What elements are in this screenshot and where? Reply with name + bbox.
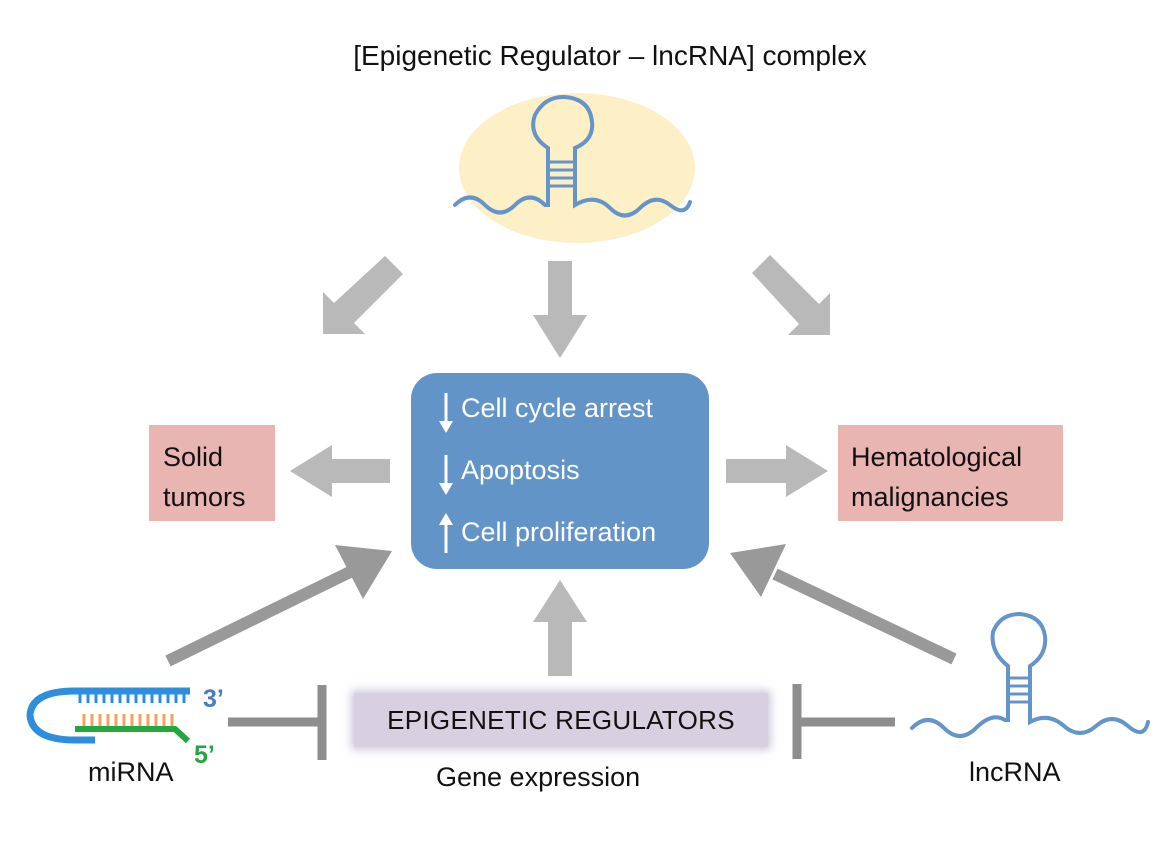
arrow-lncrna-to-center-head [730, 544, 786, 597]
gene-expression-label: Gene expression [436, 762, 641, 792]
inhibition-lncrna-to-epigenetic [792, 684, 895, 759]
down-arrow-icon [439, 393, 453, 433]
mirna-label: miRNA [88, 757, 174, 787]
hematological-line2: malignancies [851, 482, 1009, 512]
complex-lncrna-hairpin-icon [453, 94, 692, 218]
mirna-five-prime-label: 5’ [194, 741, 215, 769]
solid-tumors-line1: Solid [163, 442, 224, 472]
arrow-center-to-solid [290, 445, 390, 497]
solid-tumors-line2: tumors [163, 482, 246, 512]
up-arrow-icon [439, 513, 453, 553]
hematological-line1: Hematological [851, 442, 1023, 472]
epigenetic-regulators-box: EPIGENETIC REGULATORS [354, 693, 768, 747]
mirna-duplex-icon [26, 687, 191, 744]
arrow-complex-to-center [533, 261, 587, 358]
complex-title: [Epigenetic Regulator – lncRNA] complex [353, 40, 867, 71]
lncrna-hairpin-icon [910, 611, 1150, 738]
effect-label: Cell proliferation [461, 517, 657, 547]
inhibition-mirna-to-epigenetic [228, 685, 327, 760]
arrow-complex-to-solid [323, 256, 403, 334]
hematological-malignancies-box: Hematological malignancies [838, 425, 1063, 521]
cellular-effects-box: Cell cycle arrest Apoptosis Cell prolife… [411, 373, 709, 569]
arrow-center-to-hema [726, 445, 828, 497]
effect-item: Cell proliferation [461, 517, 656, 548]
effect-label: Apoptosis [461, 455, 580, 485]
arrow-lncrna-to-center-line [772, 568, 957, 665]
effect-item: Cell cycle arrest [461, 393, 653, 424]
arrow-mirna-to-center-head [335, 545, 392, 599]
mirna-three-prime-label: 3’ [203, 685, 224, 713]
arrow-epigenetic-to-center [533, 580, 587, 676]
down-arrow-icon [439, 455, 453, 495]
arrow-mirna-to-center-line [165, 566, 353, 667]
solid-tumors-box: Solid tumors [149, 425, 275, 521]
effect-label: Cell cycle arrest [461, 393, 654, 423]
lncrna-label: lncRNA [969, 757, 1061, 787]
arrow-complex-to-hema [752, 255, 830, 335]
effect-item: Apoptosis [461, 455, 580, 486]
